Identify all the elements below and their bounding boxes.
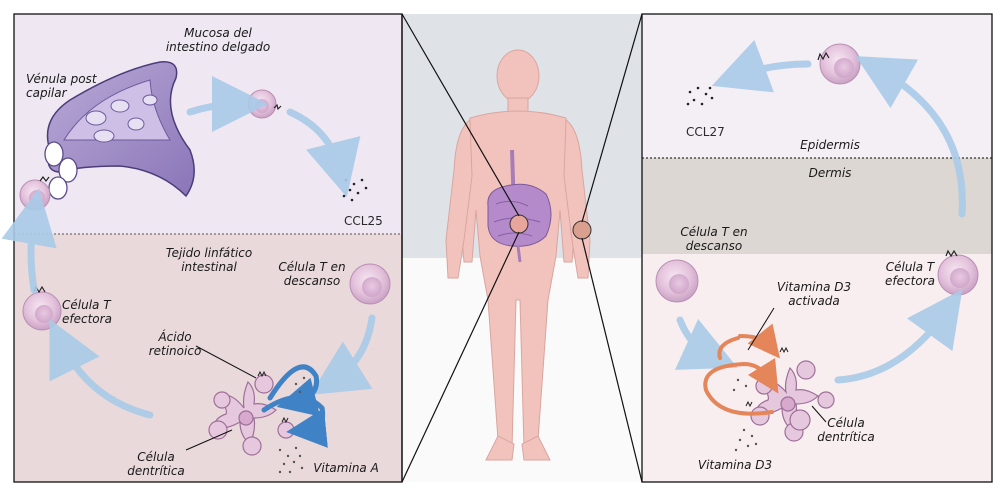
right-epidermis-bg	[642, 14, 992, 158]
retinoic-pointer	[195, 345, 257, 379]
gut-zoom-circle	[509, 214, 529, 234]
retinoic-arrows	[261, 364, 328, 448]
vitamin-d3-label: Vitamina D3	[697, 458, 773, 472]
left-dendritic-pointer	[185, 429, 233, 451]
left-resting-cell	[349, 263, 391, 305]
left-flow-arrows	[1, 76, 376, 419]
dermis-label: Dermis	[808, 166, 852, 180]
right-top-cell	[817, 43, 861, 85]
vitamin-a-label: Vitamina A	[313, 461, 379, 475]
skin-zoom-circle	[572, 220, 592, 240]
right-effector-cell	[937, 249, 979, 296]
vitamin-d3-active-pointer	[747, 307, 775, 351]
ccl27-dots	[686, 86, 714, 106]
vitamin-a-dots	[278, 376, 306, 474]
vitamin-d3-arrows	[703, 323, 781, 416]
epidermis-label: Epidermis	[800, 138, 860, 152]
right-dendritic-pointer	[811, 405, 827, 423]
vitamin-d3-dots	[732, 378, 758, 452]
zoom-lines	[401, 13, 643, 483]
right-flow-arrows	[674, 39, 966, 384]
right-dermis-bg	[642, 158, 992, 254]
right-resting-cell	[655, 259, 699, 303]
ccl25-label: CCL25	[344, 214, 383, 228]
ccl27-label: CCL27	[686, 125, 725, 139]
right-receptors	[745, 346, 789, 408]
venule	[44, 61, 195, 200]
